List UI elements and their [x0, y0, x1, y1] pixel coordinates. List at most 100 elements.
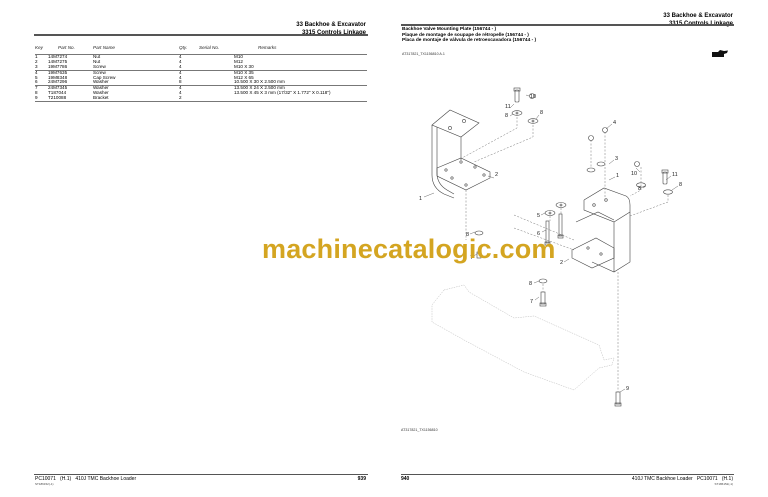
cell-part-no: 19M8348 [48, 74, 68, 80]
parts-table: Key Part No. Part Name Qty. Serial No. R… [35, 45, 367, 103]
footer-revision: (H.1) [60, 476, 72, 482]
section-header: 33 Backhoe & Excavator 3315 Controls Lin… [296, 22, 366, 37]
col-part-name: Part Name [93, 45, 179, 55]
cell-part-name: Washer [93, 90, 109, 96]
table-row: 2 14M7275 Nut 4 M12 [35, 58, 367, 65]
figure-id: AT317821_TX1156810 A.1 [402, 52, 445, 56]
cell-remarks: 10.500 X 30 X 2.500 mm [234, 79, 367, 87]
section-header: 33 Backhoe & Excavator 3315 Controls Lin… [663, 13, 733, 28]
cell-key: 6 [35, 79, 48, 87]
header-divider [34, 34, 368, 36]
cell-part-name: Nut [93, 58, 101, 64]
table-row: 6 24M7296 Washer 8 10.500 X 30 X 2.500 m… [35, 79, 367, 87]
cell-part-no: 24M7345 [48, 85, 68, 91]
cell-remarks: 13.500 X 45 X 3 mm (17/32" X 1.772" X 0.… [234, 90, 331, 96]
footer-sub-code: ST186152(-1) [35, 482, 54, 486]
page-number: 940 [401, 476, 410, 482]
svg-text:8: 8 [679, 182, 682, 188]
footer-divider [401, 474, 734, 475]
section-title: 33 Backhoe & Excavator [663, 13, 733, 19]
footer-info: PC10071 (H.1) 410J TMC Backhoe Loader [35, 476, 136, 482]
col-key: Key [35, 45, 48, 55]
svg-text:8: 8 [540, 110, 543, 116]
cell-key: 9 [35, 95, 48, 103]
figure-title: Backhoe Valve Mounting Plate (156744 - )… [402, 27, 536, 44]
svg-text:10: 10 [530, 94, 536, 100]
svg-text:7: 7 [470, 255, 473, 261]
right-page: 33 Backhoe & Excavator 3315 Controls Lin… [384, 0, 768, 497]
cell-qty: 2 [179, 95, 199, 103]
cell-key: 7 [35, 85, 38, 91]
cell-remarks: M10 [234, 53, 243, 59]
svg-text:4: 4 [613, 120, 616, 126]
cell-part-name: Washer [93, 79, 179, 87]
cell-part-name: Screw [93, 69, 106, 75]
cell-part-no: T210088 [48, 95, 93, 103]
cell-serial [199, 96, 234, 103]
figure-title-en: Backhoe Valve Mounting Plate (156744 - ) [402, 27, 497, 32]
svg-text:8: 8 [638, 186, 641, 192]
cell-qty: 4 [179, 58, 182, 64]
svg-text:3: 3 [615, 156, 618, 162]
footer-divider [34, 474, 368, 475]
table-row: 3 19M7786 Screw 4 M10 X 30 [35, 64, 367, 71]
cell-key: 2 [35, 58, 38, 64]
cell-part-no: T187044 [48, 90, 67, 96]
svg-text:8: 8 [466, 232, 469, 238]
left-page: 33 Backhoe & Excavator 3315 Controls Lin… [34, 22, 368, 486]
cell-part-no: 14M7275 [48, 58, 68, 64]
footer-revision: (H.1) [721, 476, 733, 482]
svg-text:8: 8 [529, 281, 532, 287]
svg-text:2: 2 [560, 260, 563, 266]
footer-doc-code: PC10071 [35, 476, 56, 482]
cell-qty: 4 [179, 90, 182, 96]
col-qty: Qty. [179, 45, 199, 55]
footer-info: 410J TMC Backhoe Loader PC10071 (H.1) [632, 476, 733, 482]
cell-part-no: 14M7274 [48, 53, 68, 59]
col-part-no: Part No. [48, 45, 93, 55]
svg-text:1: 1 [616, 173, 619, 179]
svg-text:5: 5 [537, 213, 540, 219]
table-row: 9 T210088 Bracket 2 [35, 95, 367, 103]
cell-part-name: Nut [93, 53, 101, 59]
cell-key: 4 [35, 69, 38, 75]
svg-text:2: 2 [495, 172, 498, 178]
svg-text:1: 1 [419, 196, 422, 202]
cell-key: 8 [35, 90, 38, 96]
footer-doc-code: PC10071 [696, 476, 718, 482]
footer-product: 410J TMC Backhoe Loader [631, 476, 693, 482]
section-subtitle: 3315 Controls Linkage [301, 29, 366, 36]
section-subtitle: 3315 Controls Linkage [663, 21, 733, 29]
cell-part-name: Bracket [93, 95, 179, 103]
cell-qty: 8 [179, 79, 199, 87]
cell-serial [199, 64, 234, 71]
cell-qty: 4 [179, 64, 199, 71]
parts-table-header: Key Part No. Part Name Qty. Serial No. R… [35, 45, 367, 55]
cell-remarks [234, 96, 367, 103]
table-row: 8 T187044 Washer 4 13.500 X 45 X 3 mm (1… [35, 90, 367, 96]
figure-id-bottom: AT317821_TX1156810 [401, 428, 438, 432]
cell-part-no: 19M7635 [48, 69, 68, 75]
table-row: 1 14M7274 Nut 4 M10 [35, 54, 367, 59]
svg-text:9: 9 [626, 386, 629, 392]
footer-product: 410J TMC Backhoe Loader [75, 476, 137, 482]
cell-remarks: M10 X 35 [234, 69, 254, 75]
svg-text:8: 8 [505, 113, 508, 119]
cell-part-name: Screw [93, 64, 179, 71]
figure-title-fr: Plaque de montage de soupape de rétropel… [402, 32, 529, 38]
cell-qty: 4 [179, 85, 182, 91]
cell-key: 3 [35, 64, 48, 71]
header-divider [401, 24, 734, 26]
svg-text:11: 11 [505, 104, 511, 110]
section-title: 33 Backhoe & Excavator [296, 22, 366, 28]
col-serial-no: Serial No. [199, 45, 234, 55]
pointing-hand-icon [712, 50, 728, 57]
cell-key: 1 [35, 53, 38, 59]
cell-remarks: M12 X 65 [234, 74, 254, 80]
figure-title-es: Placa de montaje de válvula de retroexca… [402, 38, 537, 44]
cell-remarks: M12 [234, 58, 243, 64]
table-row: 7 24M7345 Washer 4 13.500 X 24 X 2.500 m… [35, 85, 367, 91]
cell-qty: 4 [179, 53, 182, 59]
watermark: machinecatalogic.com [262, 234, 556, 264]
